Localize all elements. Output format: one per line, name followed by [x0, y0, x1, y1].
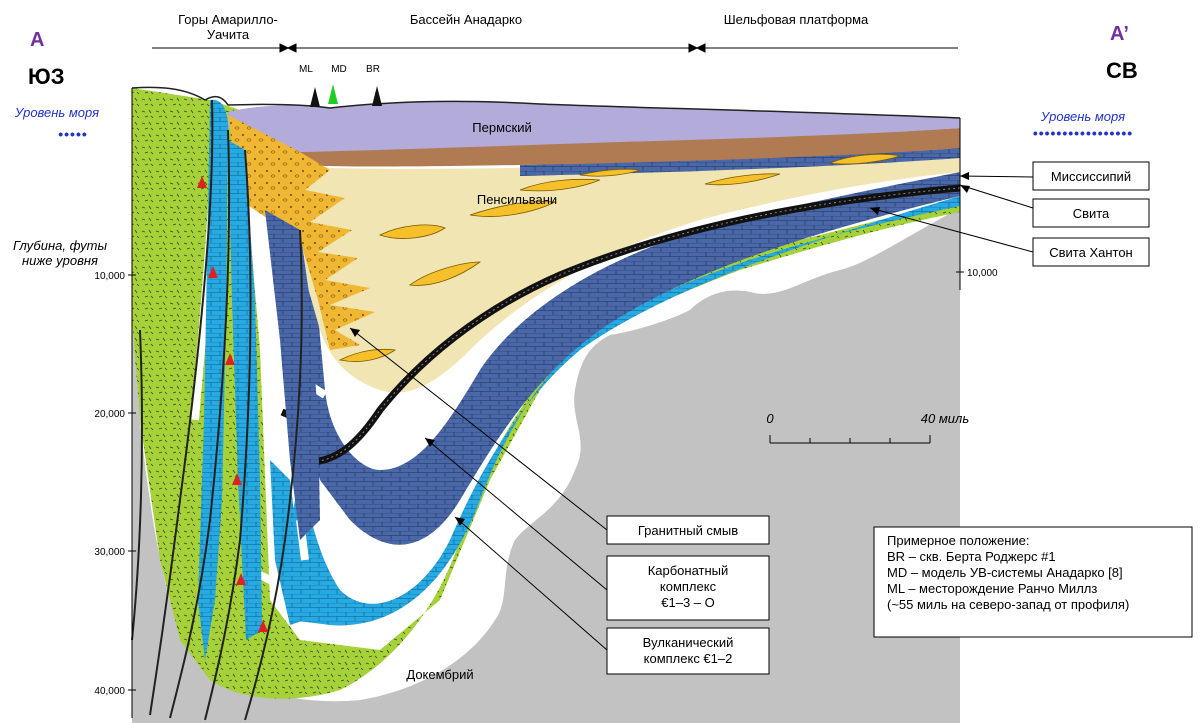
sea-level-left-dots: •••••: [58, 126, 88, 142]
svg-text:комплекс €1–2: комплекс €1–2: [644, 651, 733, 666]
svg-text:Миссиссипий: Миссиссипий: [1051, 169, 1131, 184]
well-md-label: MD: [331, 64, 347, 75]
well-ml-marker: [310, 87, 320, 107]
fault-arrows: [197, 176, 268, 632]
sea-level-right: Уровень моря: [1040, 109, 1125, 124]
scale-zero: 0: [766, 411, 774, 426]
section-end-direction: СВ: [1106, 58, 1138, 83]
legend-line-4: (~55 миль на северо-запад от профиля): [887, 597, 1129, 612]
region-mountains-line1: Горы Амарилло-: [178, 12, 278, 27]
pennsylvanian-unit: [230, 150, 960, 393]
legend-line-2: MD – модель УВ-системы Анадарко [8]: [887, 565, 1123, 580]
callout-granite-wash: Гранитный смыв: [349, 327, 770, 545]
region-header: Горы Амарилло- Уачита Бассейн Анадарко Ш…: [152, 12, 958, 53]
svg-text:Гранитный смыв: Гранитный смыв: [638, 523, 738, 538]
permian-unit: [228, 101, 960, 152]
depth-axis-title-1: Глубина, футы: [13, 238, 108, 253]
depth-tick-20000: 20,000: [94, 409, 125, 420]
well-md-marker: [328, 84, 338, 104]
surface-line: [131, 86, 961, 119]
faults: [131, 99, 303, 721]
wells: ML MD BR: [299, 64, 382, 107]
legend-title: Примерное положение:: [887, 533, 1030, 548]
region-shelf: Шельфовая платформа: [724, 12, 869, 27]
section-start-direction: ЮЗ: [28, 64, 64, 89]
right-axis: 10,000: [956, 118, 998, 290]
well-br-label: BR: [366, 64, 380, 75]
depth-tick-10000: 10,000: [94, 271, 125, 282]
svg-text:Вулканический: Вулканический: [643, 635, 734, 650]
svg-text:комплекс: комплекс: [660, 579, 717, 594]
label-precambrian: Докембрий: [406, 667, 473, 682]
svg-text:€1–3 – O: €1–3 – O: [661, 595, 715, 610]
legend-line-1: BR – скв. Берта Роджерс #1: [887, 549, 1056, 564]
label-pennsylvanian: Пенсильвани: [477, 192, 557, 207]
section-start-letter: A: [30, 29, 44, 51]
legend-line-3: ML – месторождение Ранчо Миллз: [887, 581, 1097, 596]
depth-axis-title-2: ниже уровня: [22, 253, 98, 268]
depth-tick-30000: 30,000: [94, 547, 125, 558]
red-beds-unit: [300, 128, 960, 167]
region-mountains-line2: Уачита: [207, 27, 250, 42]
sea-level-left: Уровень моря: [14, 105, 99, 120]
callout-mississippian: Миссиссипий: [959, 161, 1150, 191]
region-basin: Бассейн Анадарко: [410, 12, 522, 27]
legend-box: Примерное положение: BR – скв. Берта Род…: [873, 526, 1193, 638]
section-end-letter: A’: [1110, 23, 1129, 45]
scale-bar: 0 40 миль: [766, 411, 970, 444]
svg-text:Карбонатный: Карбонатный: [648, 563, 729, 578]
callout-hunton: Свита Хантон: [869, 207, 1150, 267]
label-permian: Пермский: [472, 120, 531, 135]
right-depth-tick: 10,000: [967, 268, 998, 279]
depth-tick-40000: 40,000: [94, 686, 125, 697]
svg-text:Свита Хантон: Свита Хантон: [1049, 245, 1133, 260]
svg-text:Свита: Свита: [1073, 206, 1110, 221]
callout-svita: Свита: [959, 184, 1150, 228]
depth-axis: 10,000 20,000 30,000 40,000 Глубина, фут…: [13, 88, 136, 718]
well-br-marker: [372, 86, 382, 106]
geology: [131, 86, 961, 723]
sea-level-right-dots: •••••••••••••••••: [1033, 125, 1133, 141]
scale-end: 40 миль: [921, 411, 970, 426]
callout-volcanic: Вулканический комплекс €1–2: [454, 516, 770, 675]
well-ml-label: ML: [299, 64, 313, 75]
callout-carbonate: Карбонатный комплекс €1–3 – O: [424, 437, 770, 621]
